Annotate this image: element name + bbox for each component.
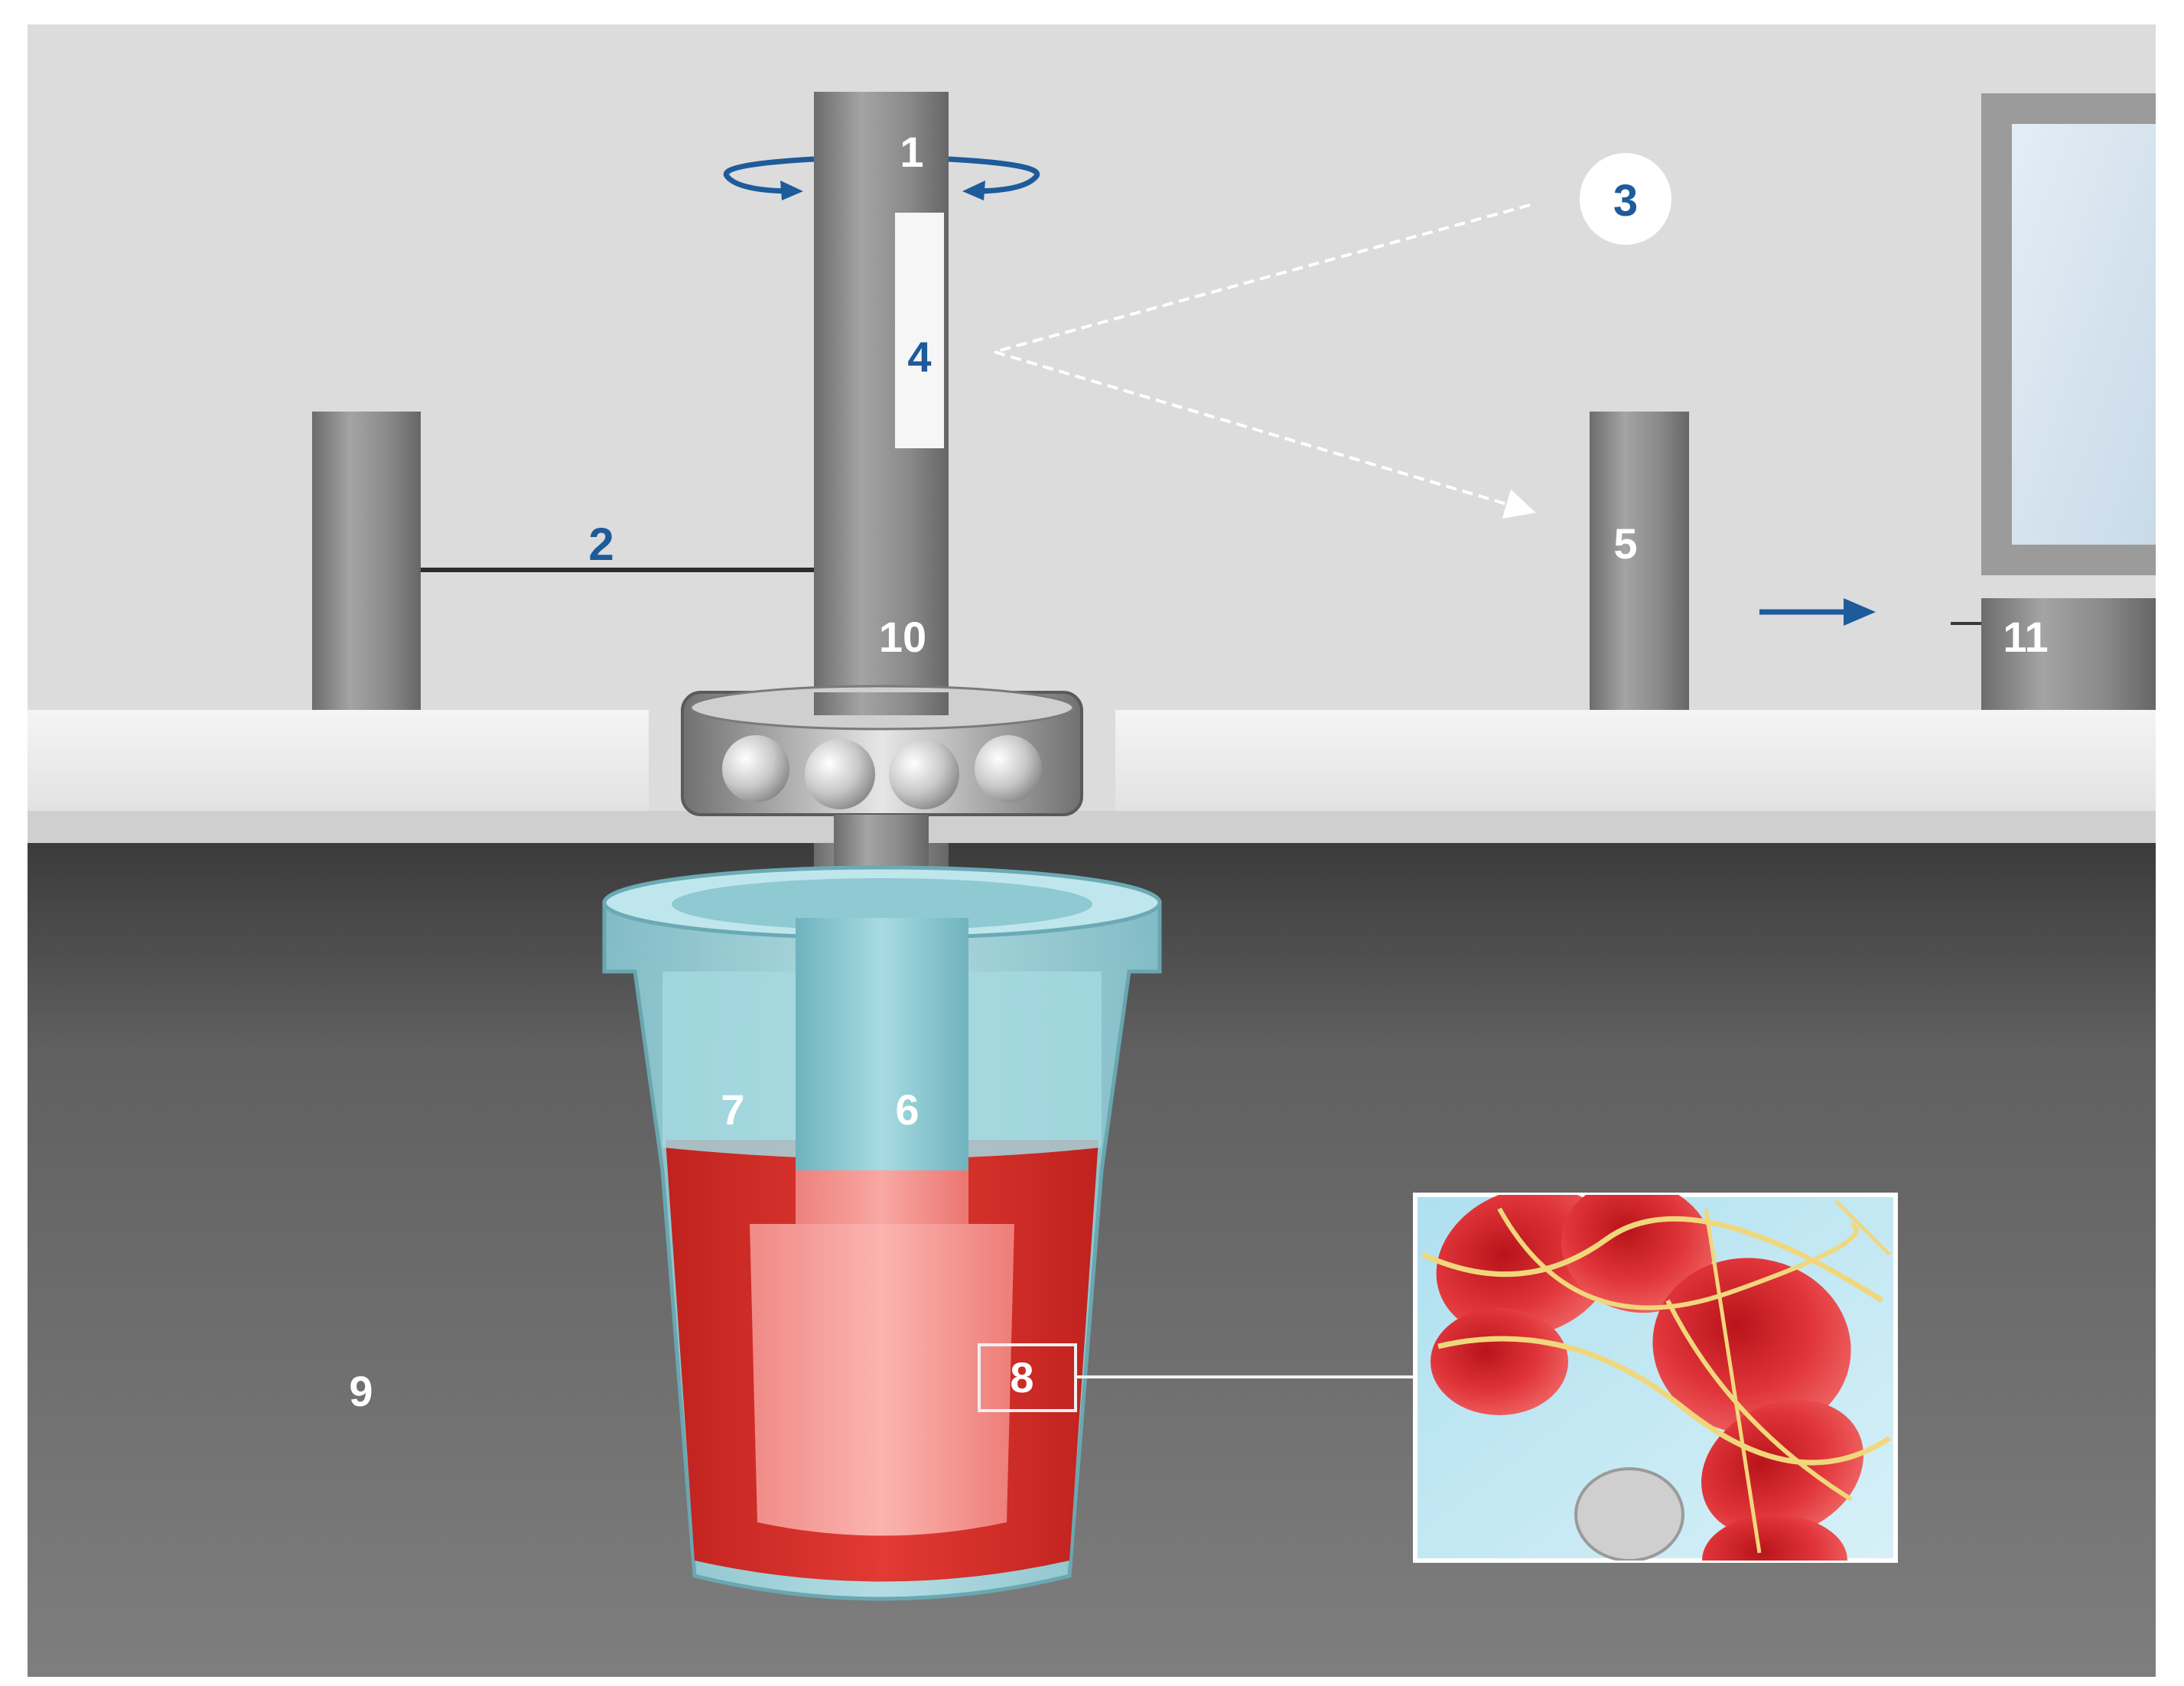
label-1: 1 (900, 128, 923, 176)
shelf-edge (28, 811, 2156, 843)
label-5: 5 (1613, 519, 1637, 568)
light-beam-incoming (994, 203, 1531, 353)
light-source (1580, 153, 1671, 245)
label-2: 2 (588, 519, 614, 570)
ball-bearing (681, 685, 1083, 816)
label-4: 4 (907, 333, 931, 381)
label-9: 9 (349, 1367, 373, 1415)
spring-post (312, 412, 421, 710)
label-7: 7 (721, 1085, 744, 1134)
clot-magnification-inset (1413, 1193, 1898, 1563)
shelf-left (28, 710, 649, 811)
rotation-arrows-icon (723, 156, 1040, 200)
label-11: 11 (2003, 613, 2048, 661)
label-10: 10 (879, 613, 926, 661)
label-6: 6 (895, 1085, 919, 1134)
mirror (895, 213, 944, 448)
shelf-right (1115, 710, 2156, 811)
monitor-display (1951, 93, 2156, 710)
signal-arrow-icon (1759, 598, 1876, 626)
measurement-pin (750, 918, 1014, 1536)
label-8: 8 (1010, 1353, 1033, 1401)
label-3: 3 (1613, 176, 1638, 226)
detector-post (1590, 412, 1689, 710)
light-beam-reflected (994, 350, 1536, 519)
